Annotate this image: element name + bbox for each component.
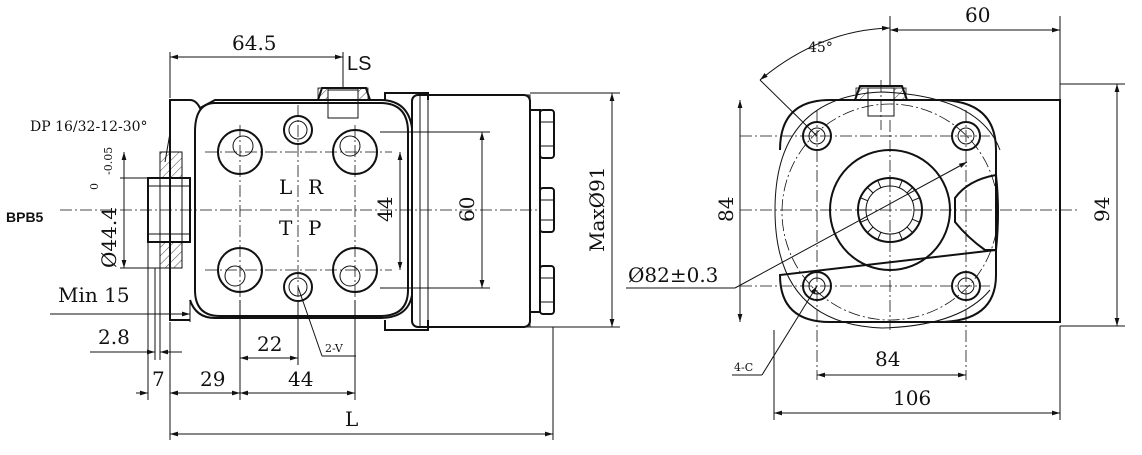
spline-tooth: [867, 226, 874, 233]
dim-top-length: 64.5: [232, 31, 277, 55]
model-label: BPB5: [6, 209, 44, 225]
dim-port-offset: 22: [257, 332, 282, 356]
dim-pilot-diameter: Ø44.4: [97, 207, 121, 268]
right-view: 45° 60 84 94 Ø82±0.3 84 4-C 106: [626, 3, 1125, 420]
end-bolts: [539, 109, 555, 315]
rear-housing: [900, 99, 1061, 323]
port-t-label: T: [279, 216, 293, 240]
spline-tooth: [867, 187, 874, 194]
dim-first-port: 29: [200, 367, 225, 391]
spline-tooth: [906, 187, 913, 194]
left-view: 64.5 LS DP 16/32-12-30° L R T P 44 60 Ma…: [6, 31, 620, 440]
dim-overall-length: L: [345, 407, 358, 431]
callout-holes: 4-C: [734, 361, 753, 374]
port-l-label: L: [279, 175, 292, 199]
dim-max-diameter: MaxØ91: [585, 166, 609, 252]
dim-min-spline: Min 15: [58, 283, 130, 307]
dim-flange: 7: [152, 367, 165, 391]
spline-tooth: [911, 197, 920, 202]
spline-tooth: [911, 218, 920, 223]
port-p-label: P: [308, 216, 321, 240]
thread-callout: DP 16/32-12-30°: [30, 119, 148, 135]
port-ls-label: LS: [347, 53, 371, 75]
port-circles: [217, 115, 378, 302]
spline-tooth: [898, 180, 903, 189]
spline-tooth: [877, 231, 882, 240]
spline-tooth: [860, 218, 869, 223]
dim-bolt-circle: Ø82±0.3: [628, 263, 718, 287]
spline-tooth: [877, 180, 882, 189]
tolerance-upper: 0: [88, 183, 101, 190]
spline-tooth: [898, 231, 903, 240]
dim-step: 2.8: [98, 325, 130, 349]
dim-top-offset: 60: [965, 3, 990, 27]
dim-port-spacing-h: 44: [288, 367, 313, 391]
dim-width: 106: [893, 386, 931, 410]
callout-tapped: 2-V: [325, 342, 344, 355]
dim-bolt-spacing-h: 84: [875, 347, 900, 371]
mounting-flange: [778, 99, 997, 323]
valve-face: [194, 102, 409, 317]
tolerance-lower: -0.05: [102, 147, 115, 175]
dim-port-spacing-v: 44: [373, 197, 397, 222]
dim-body-height: 60: [455, 197, 479, 222]
spline-tooth: [906, 226, 913, 233]
port-r-label: R: [308, 175, 324, 199]
dim-height: 94: [1090, 197, 1114, 222]
spline-tooth: [860, 197, 869, 202]
dim-angle: 45°: [808, 40, 833, 56]
dim-bolt-spacing-v: 84: [714, 197, 738, 222]
